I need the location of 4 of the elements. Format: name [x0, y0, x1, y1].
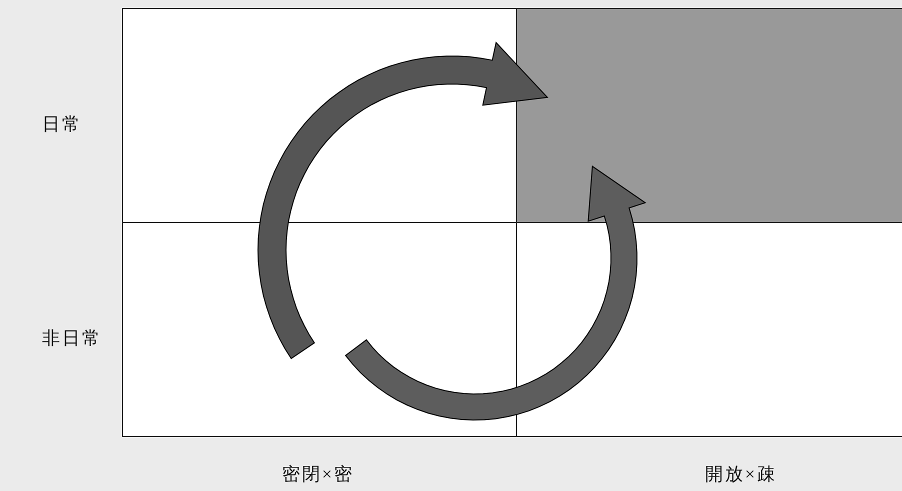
row-label: 日常 — [42, 113, 82, 136]
row-label: 非日常 — [42, 327, 102, 350]
column-label: 開放×疎 — [704, 463, 778, 486]
column-label: 密閉×密 — [282, 463, 354, 486]
